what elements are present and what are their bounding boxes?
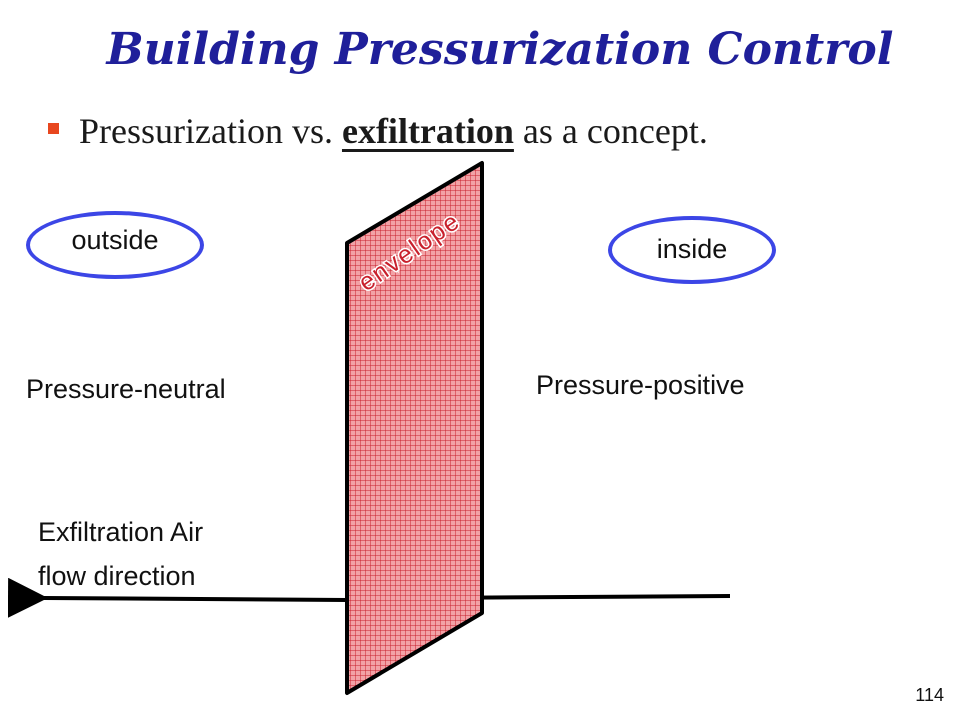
inside-oval: inside xyxy=(608,216,776,284)
exfiltration-arrow xyxy=(7,577,348,618)
bullet-text-start: Pressurization vs. xyxy=(79,111,342,151)
pressure-neutral-label: Pressure-neutral xyxy=(26,374,226,404)
bullet-text-end: as a concept. xyxy=(513,111,708,151)
airflow-label-line-2: flow direction xyxy=(38,561,196,591)
airflow-label-line-1: Exfiltration Air xyxy=(38,517,204,547)
bullet-emphasis: exfiltration xyxy=(341,111,514,151)
pressure-positive-label: Pressure-positive xyxy=(536,370,745,400)
bullet-point: Pressurization vs. exfiltration as a con… xyxy=(48,110,708,152)
slide-title: Building Pressurization Control xyxy=(106,24,894,75)
bullet-marker-icon xyxy=(48,123,59,135)
outside-label: outside xyxy=(71,225,159,255)
inside-label: inside xyxy=(656,234,728,264)
page-number: 114 xyxy=(915,685,944,705)
envelope-wall xyxy=(345,161,484,695)
outside-oval: outside xyxy=(26,211,204,279)
airflow-label: Exfiltration Air flow direction xyxy=(38,510,203,598)
